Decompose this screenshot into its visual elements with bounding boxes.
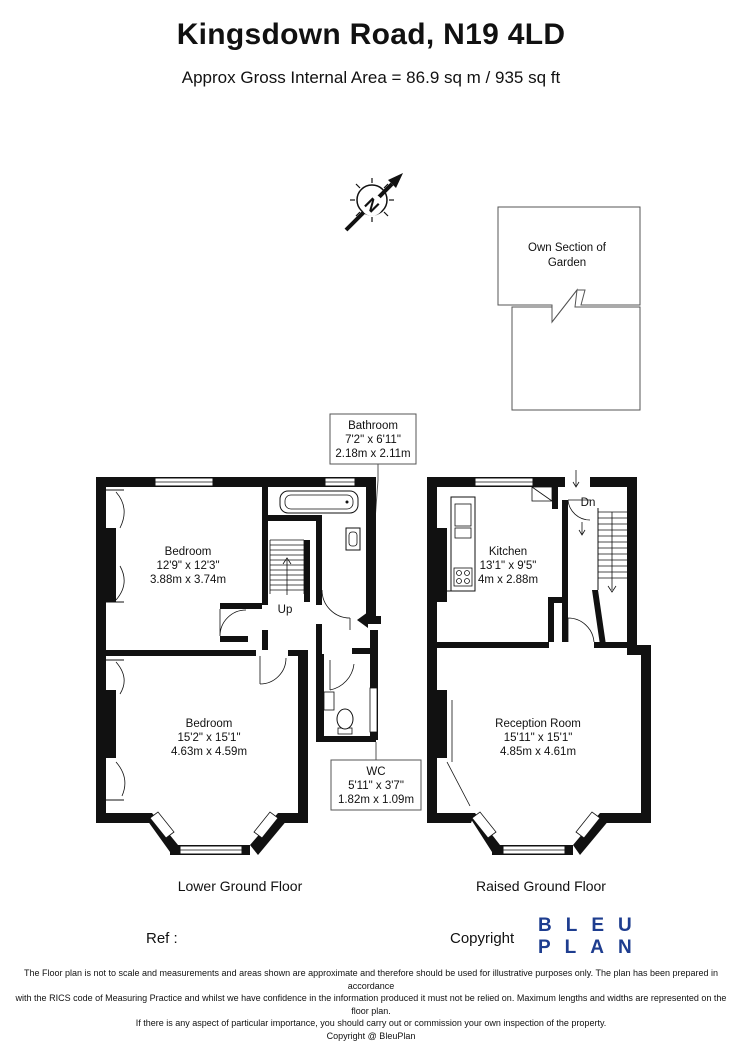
wc-name: WC <box>366 766 385 778</box>
disclaimer: The Floor plan is not to scale and measu… <box>6 967 736 1042</box>
stairs-up-label: Up <box>278 604 293 616</box>
bathroom-callout: Bathroom 7'2" x 6'11" 2.18m x 2.11m <box>329 413 417 521</box>
bedroom2-imperial: 15'2" x 15'1" <box>177 732 240 744</box>
page-title: Kingsdown Road, N19 4LD <box>176 18 566 51</box>
logo-line-2: PLAN <box>538 937 646 958</box>
reception-imperial: 15'11" x 15'1" <box>504 732 573 744</box>
reception-metric: 4.85m x 4.61m <box>500 746 576 758</box>
kitchen-name: Kitchen <box>489 546 527 558</box>
bleuplan-logo: BLEU PLAN <box>538 915 646 959</box>
disclaimer-line-4: Copyright @ BleuPlan <box>326 1030 416 1041</box>
area-subtitle: Approx Gross Internal Area = 86.9 sq m /… <box>181 68 561 87</box>
reception-name: Reception Room <box>495 718 581 730</box>
ref-label: Ref : <box>146 930 178 947</box>
disclaimer-line-2: with the RICS code of Measuring Practice… <box>15 993 727 1016</box>
disclaimer-line-3: If there is any aspect of particular imp… <box>135 1018 607 1028</box>
wc-imperial: 5'11" x 3'7" <box>348 780 404 792</box>
lower-floor-label: Lower Ground Floor <box>178 878 303 894</box>
kitchen-imperial: 13'1" x 9'5" <box>480 560 537 572</box>
lower-ground-floor <box>96 477 381 855</box>
stairs-down-label: Dn <box>581 497 596 509</box>
bedroom2-metric: 4.63m x 4.59m <box>171 746 247 758</box>
bedroom1-name: Bedroom <box>165 546 212 558</box>
garden-label-1: Own Section of <box>528 242 607 254</box>
wc-callout: WC 5'11" x 3'7" 1.82m x 1.09m <box>330 742 422 811</box>
disclaimer-line-1: The Floor plan is not to scale and measu… <box>23 968 719 991</box>
bathroom-imperial: 7'2" x 6'11" <box>345 434 401 446</box>
raised-ground-floor <box>427 470 651 855</box>
kitchen-metric: 4m x 2.88m <box>478 574 538 586</box>
copyright-label: Copyright <box>450 930 515 947</box>
logo-line-1: BLEU <box>538 915 646 936</box>
bathroom-name: Bathroom <box>348 420 398 432</box>
raised-floor-label: Raised Ground Floor <box>476 878 606 894</box>
bathroom-metric: 2.18m x 2.11m <box>335 448 410 460</box>
garden-area: Own Section of Garden <box>497 206 641 411</box>
bedroom1-metric: 3.88m x 3.74m <box>150 574 226 586</box>
bedroom2-name: Bedroom <box>186 718 233 730</box>
wc-metric: 1.82m x 1.09m <box>338 794 414 806</box>
north-arrow-icon: N <box>344 173 403 232</box>
garden-label-2: Garden <box>548 257 586 269</box>
bedroom1-imperial: 12'9" x 12'3" <box>156 560 219 572</box>
